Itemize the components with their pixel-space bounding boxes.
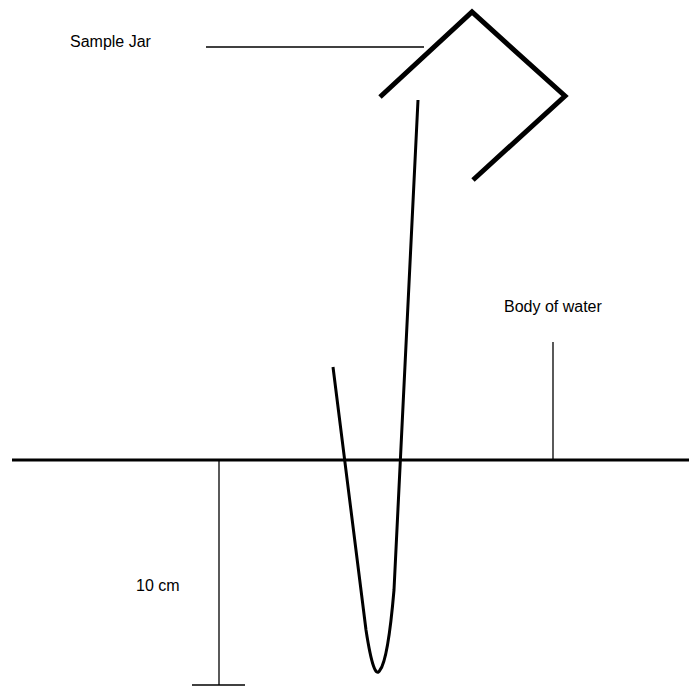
dimension-label: 10 cm [136,576,180,595]
part-label: Body of water [504,297,602,316]
water-surface [12,459,689,462]
leader-line [552,342,553,460]
dimension-line [218,460,219,685]
leader-line [206,46,424,47]
motion-path [333,100,418,672]
part-label: Sample Jar [70,32,151,51]
dimension-tick [192,684,245,685]
sample-jar [380,12,565,180]
